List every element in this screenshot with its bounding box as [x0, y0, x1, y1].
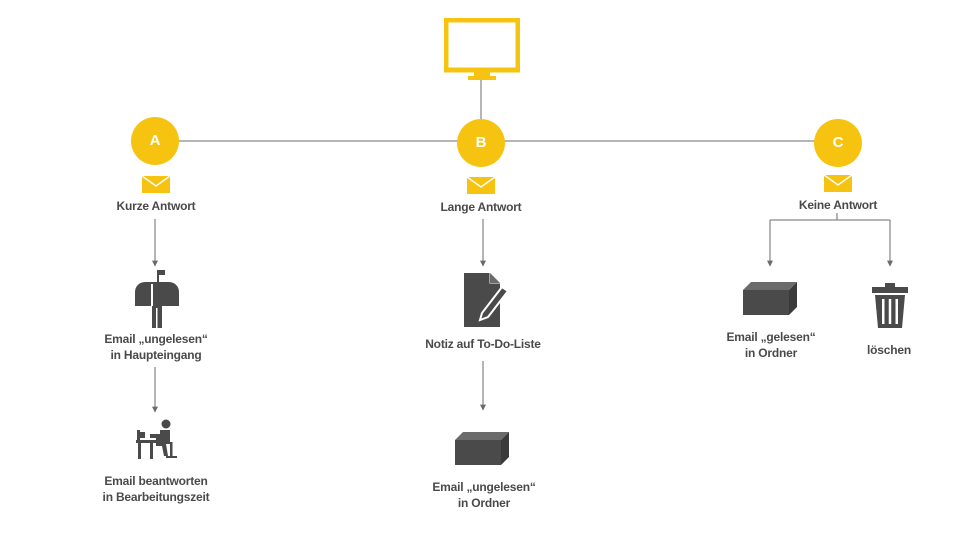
branch-a-step2-line1: Email beantworten — [104, 474, 208, 488]
person-at-desk-icon — [136, 418, 178, 462]
box-icon — [455, 432, 509, 466]
document-pen-icon — [462, 273, 512, 329]
branch-b-circle: B — [457, 119, 505, 167]
branch-c-option1-line1: Email „gelesen“ — [726, 330, 816, 344]
mailbox-icon — [133, 268, 181, 328]
branch-a-step1-line2: in Haupteingang — [110, 348, 202, 362]
envelope-icon — [467, 177, 495, 194]
envelope-icon — [142, 176, 170, 193]
branch-a-step1-line1: Email „ungelesen“ — [104, 332, 208, 346]
branch-b-response-label: Lange Antwort — [440, 200, 522, 214]
branch-c-option1-line2: in Ordner — [744, 346, 798, 360]
branch-a-step2-line2: in Bearbeitungszeit — [102, 490, 210, 504]
branch-c-option2-label: löschen — [867, 343, 911, 357]
box-icon — [743, 282, 797, 316]
envelope-icon — [824, 175, 852, 192]
branch-c-circle: C — [814, 119, 862, 167]
branch-a-circle: A — [131, 117, 179, 165]
branch-b-step2-line1: Email „ungelesen“ — [432, 480, 536, 494]
branch-b-step2-line2: in Ordner — [457, 496, 511, 510]
branch-c-response-label: Keine Antwort — [798, 198, 878, 212]
branch-b-step1-label: Notiz auf To-Do-Liste — [425, 337, 541, 351]
monitor-icon — [444, 18, 520, 82]
branch-a-response-label: Kurze Antwort — [116, 199, 196, 213]
trash-icon — [872, 283, 908, 329]
